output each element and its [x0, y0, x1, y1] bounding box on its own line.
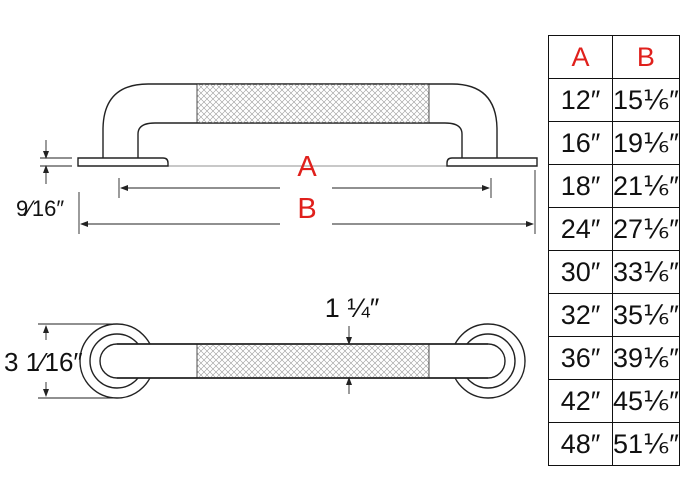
table-row: 24″27⅙″ [548, 207, 680, 251]
table-row: 12″15⅙″ [548, 78, 680, 122]
size-table: A B 12″15⅙″ 16″19⅙″ 18″21⅙″ 24″27⅙″ 30″3… [548, 35, 680, 466]
cell-b: 33⅙″ [612, 250, 680, 294]
side-view [77, 83, 538, 167]
dimension-a [118, 178, 492, 198]
knurled-grip-side [197, 84, 429, 123]
cell-a: 24″ [548, 207, 613, 251]
cell-a: 18″ [548, 164, 613, 208]
table-row: 32″35⅙″ [548, 293, 680, 337]
left-flange-side [77, 157, 169, 167]
cell-b: 35⅙″ [612, 293, 680, 337]
header-a: A [548, 35, 613, 79]
knurled-grip-top [197, 344, 429, 378]
label-b: B [297, 193, 316, 225]
table-row: 18″21⅙″ [548, 164, 680, 208]
cell-a: 30″ [548, 250, 613, 294]
cell-a: 32″ [548, 293, 613, 337]
header-b: B [612, 35, 680, 79]
table-row: 42″45⅙″ [548, 379, 680, 423]
cell-a: 16″ [548, 121, 613, 165]
table-row: 16″19⅙″ [548, 121, 680, 165]
thickness-label: 9⁄16″ [16, 196, 64, 221]
table-row: 30″33⅙″ [548, 250, 680, 294]
cell-b: 27⅙″ [612, 207, 680, 251]
label-a: A [297, 151, 317, 183]
cell-b: 21⅙″ [612, 164, 680, 208]
flange-dimension [38, 323, 117, 399]
right-flange-side [446, 157, 538, 167]
cell-b: 51⅙″ [612, 422, 680, 466]
cell-b: 45⅙″ [612, 379, 680, 423]
tube-diameter-label: 1 ¼″ [325, 293, 380, 323]
cell-b: 19⅙″ [612, 121, 680, 165]
cell-b: 15⅙″ [612, 78, 680, 122]
cell-b: 39⅙″ [612, 336, 680, 380]
top-view [79, 323, 526, 399]
cell-a: 48″ [548, 422, 613, 466]
table-row: 36″39⅙″ [548, 336, 680, 380]
table-row: 48″51⅙″ [548, 422, 680, 466]
thickness-dimension [40, 140, 72, 184]
cell-a: 12″ [548, 78, 613, 122]
flange-diameter-label: 3 1⁄16″ [4, 347, 83, 377]
size-table-header: A B [548, 35, 680, 79]
dimension-b [78, 170, 536, 234]
cell-a: 36″ [548, 336, 613, 380]
cell-a: 42″ [548, 379, 613, 423]
